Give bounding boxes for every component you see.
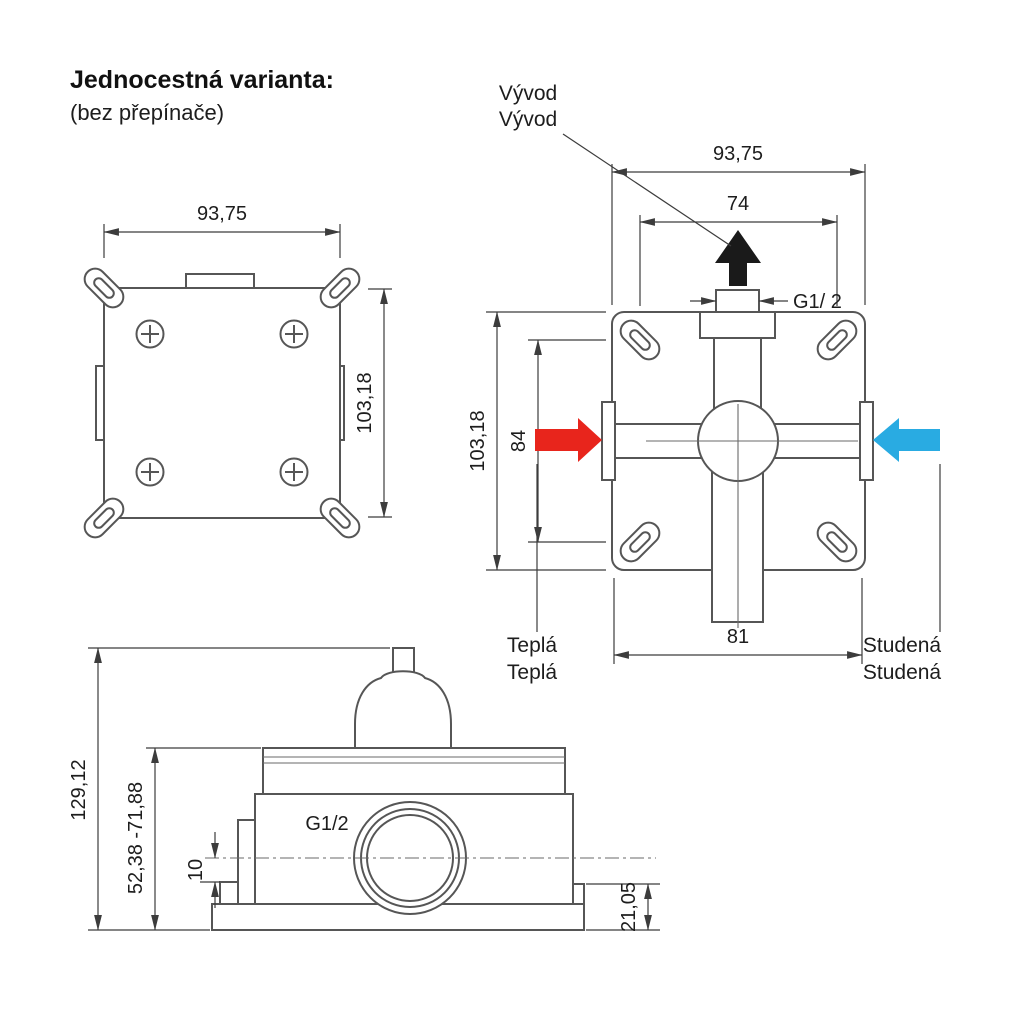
title-block: Jednocestná varianta: (bez přepínače) [70,66,334,125]
dim-thread: G1/ 2 [690,291,842,313]
outlet-pipe-stub [715,289,760,313]
thread-label: G1/ 2 [793,291,842,313]
thread-label: G1/2 [305,813,348,835]
side-view: G1/2 129,12 52,38 -71,88 10 21,05 [68,647,660,932]
dim-label: 52,38 -71,88 [125,782,147,894]
dim-front-height: 103,18 [354,288,392,518]
cold-port-boss [859,401,874,481]
side-left-block [237,819,256,905]
dim-label: 74 [727,193,749,215]
side-left-lip [219,881,239,905]
hot-label: Teplá [507,634,558,657]
dim-step: 10 [185,832,220,908]
side-dome [354,670,452,748]
hot-port-boss [601,401,616,481]
dim-front-width: 93,75 [103,203,341,258]
dim-outlet-spacing: 74 [639,193,838,306]
side-upper-box [262,747,566,795]
dim-total-height: 129,12 [68,647,390,931]
outlet-leader-line [562,133,732,247]
outlet-neck [713,337,762,409]
cold-arrow-icon [873,418,940,462]
flow-view: 93,75 74 103,18 84 81 [467,82,941,684]
screw-icon [279,457,309,487]
outlet-label: Vývod [499,108,557,131]
dim-label: 10 [185,859,207,881]
dim-flow-width: 93,75 [611,143,866,305]
dim-label: 129,12 [68,759,90,820]
front-left-tab [95,365,105,441]
screw-icon [279,319,309,349]
dim-label: 103,18 [354,372,376,433]
front-body [103,287,341,519]
dim-label: 103,18 [467,410,489,471]
outlet-label: Vývod [499,82,557,105]
outlet-flange [699,311,776,339]
front-top-tab [185,273,255,289]
cold-label: Studená [863,661,942,684]
side-right-lip [572,883,585,905]
dim-bottom-width: 81 [613,578,863,664]
dim-depth-range: 52,38 -71,88 [125,747,261,931]
front-view: 93,75 103,18 [79,203,392,543]
dim-flow-height: 103,18 [467,311,606,571]
page-title: Jednocestná varianta: [70,66,334,94]
hot-arrow-icon [535,418,602,462]
outlet-arrow-icon [715,230,761,286]
page-subtitle: (bez přepínače) [70,100,224,125]
dim-label: 21,05 [618,882,640,932]
screw-icon [135,319,165,349]
dim-label: 93,75 [713,143,763,165]
dim-label: 84 [508,430,530,452]
hot-label: Teplá [507,661,558,684]
dim-base-height: 21,05 [586,882,660,932]
screw-icon [135,457,165,487]
dim-label: 93,75 [197,203,247,225]
dim-label: 81 [727,626,749,648]
cold-label: Studená [863,634,942,657]
